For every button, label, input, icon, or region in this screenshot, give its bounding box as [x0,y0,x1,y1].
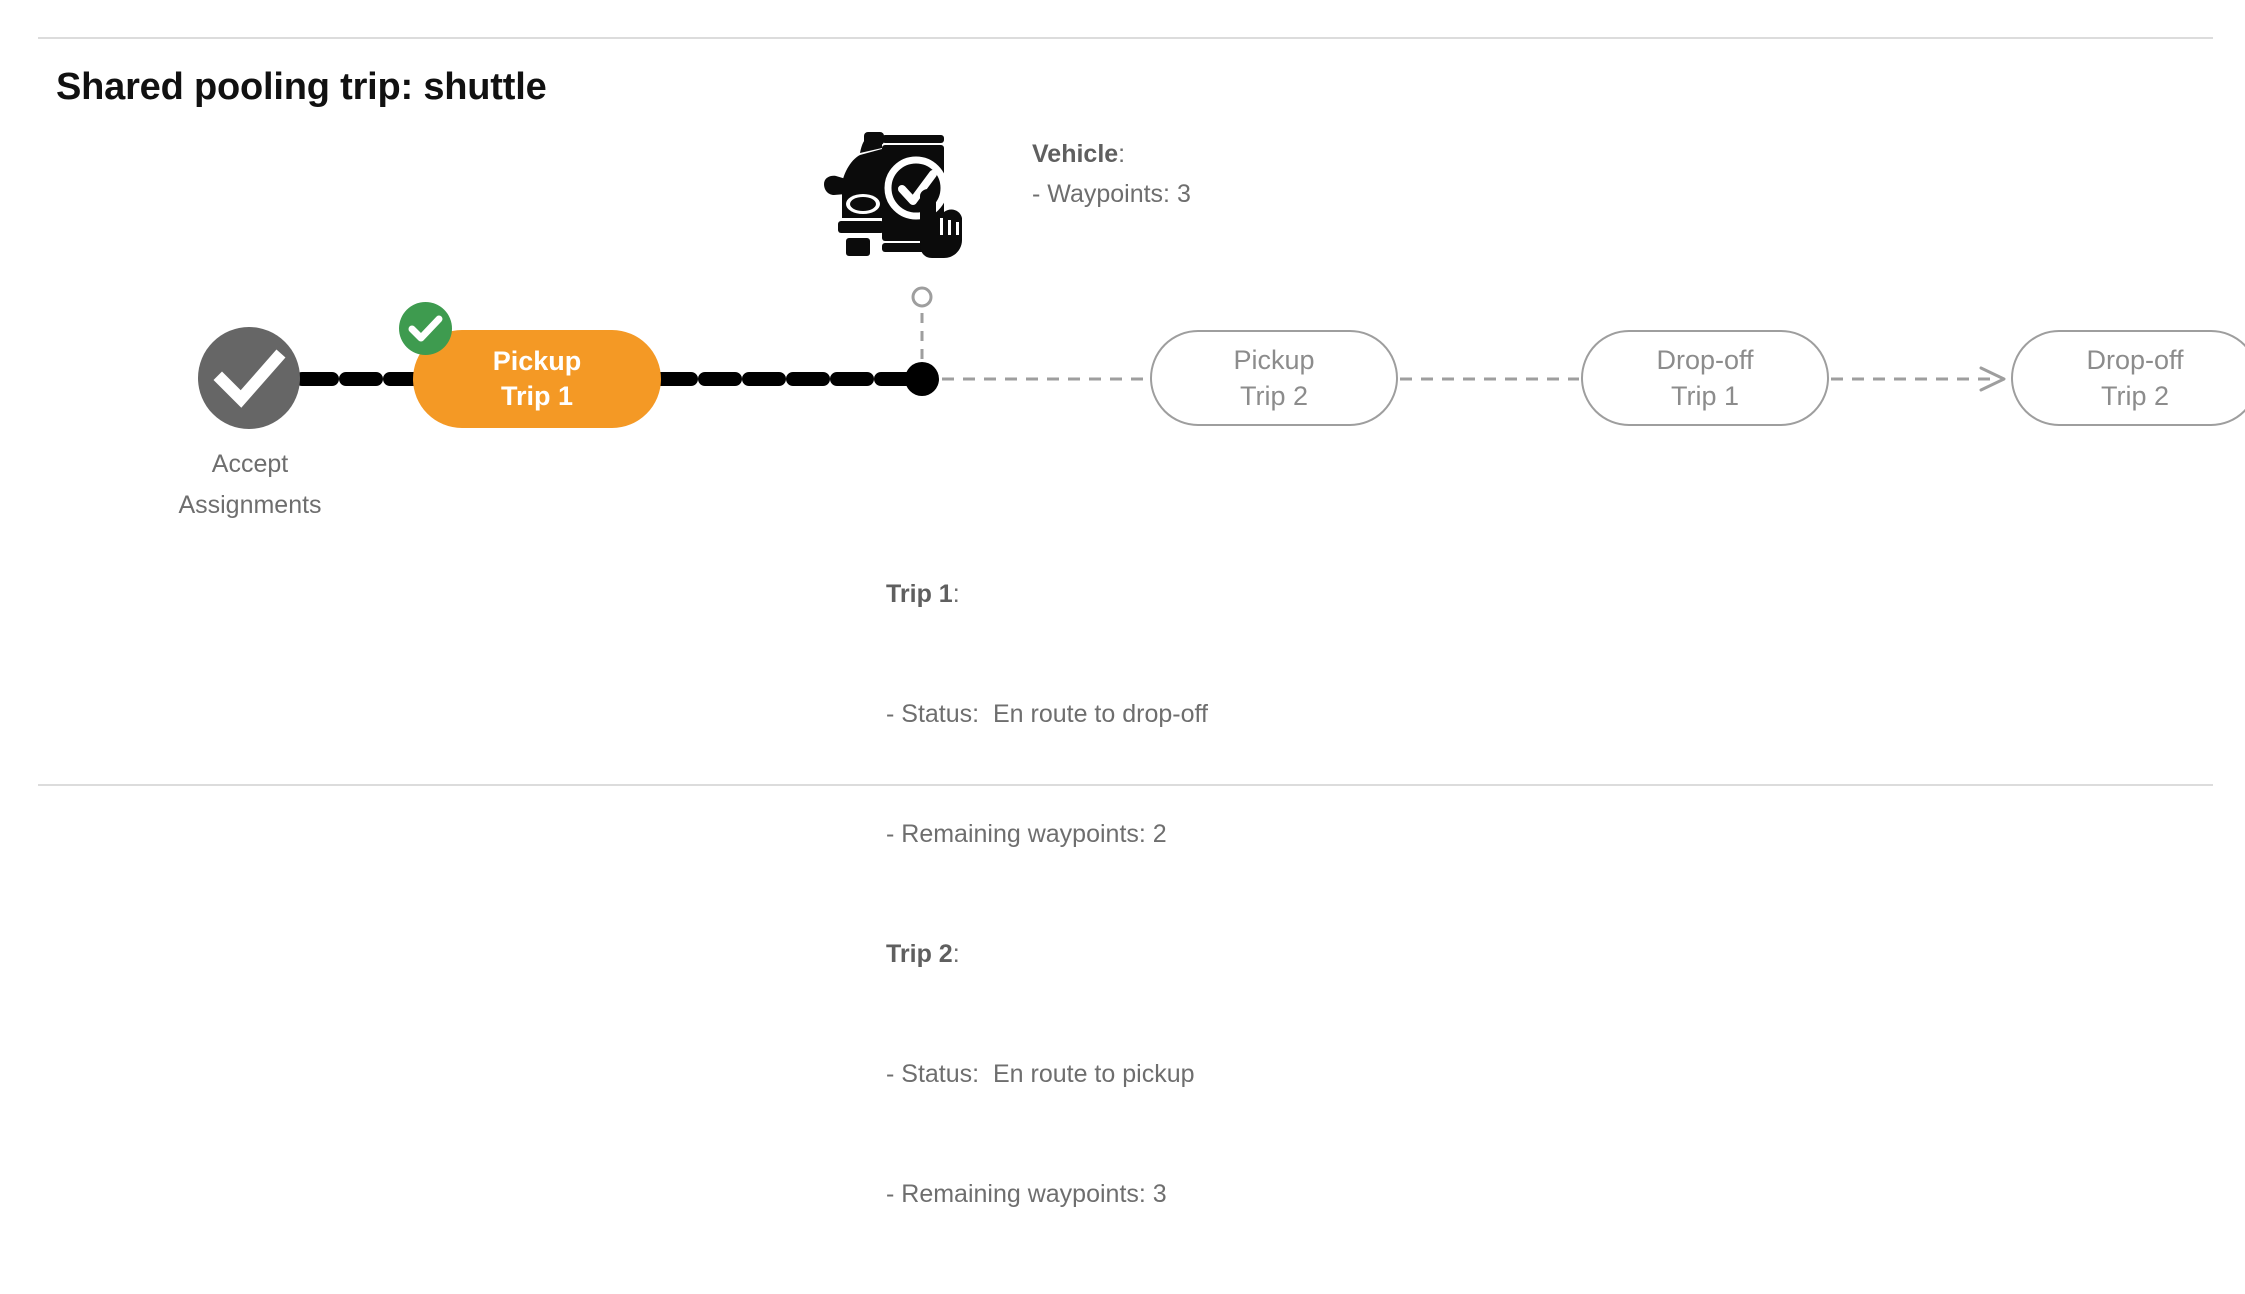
current-position-dot [905,362,939,396]
node-dropoff-trip-1-line1: Drop-off [1656,345,1754,375]
diagram-canvas: Shared pooling trip: shuttle Accept Assi… [38,37,2245,1208]
check-badge-icon [399,302,452,355]
trip1-waypoints-line: - Remaining waypoints: 2 [886,820,1167,848]
node-pickup-trip-2-line1: Pickup [1233,345,1315,375]
node-dropoff-trip-1-line2: Trip 1 [1670,381,1739,411]
check-circle-icon [213,349,286,408]
vehicle-info-block: Vehicle: - Waypoints: 3 [1032,134,1191,214]
accept-label-line2: Assignments [178,491,322,519]
trip1-heading: Trip 1: [886,574,1208,614]
node-dropoff-trip-2[interactable]: Drop-off Trip 2 [2011,330,2245,426]
car-phone-check-icon [820,122,972,262]
trip2-heading-text: Trip 2 [886,940,953,968]
vehicle-heading-colon: : [1118,140,1126,168]
trip2-status-line: - Status: En route to pickup [886,1060,1195,1088]
node-pickup-trip-1-line1: Pickup [492,346,582,376]
node-dropoff-trip-2-line2: Trip 2 [2100,381,2169,411]
bottom-divider [38,784,2213,786]
node-pickup-trip-1-line2: Trip 1 [500,381,574,411]
trip1-heading-colon: : [952,580,960,608]
trip2-heading-colon: : [952,940,960,968]
node-pickup-trip-1[interactable]: Pickup Trip 1 [413,330,661,428]
node-dropoff-trip-1[interactable]: Drop-off Trip 1 [1581,330,1829,426]
vehicle-info-heading: Vehicle: [1032,134,1191,174]
node-dropoff-trip-2-line1: Drop-off [2086,345,2184,375]
connector-arrowhead [1979,366,2006,392]
trip1-status-line: - Status: En route to drop-off [886,700,1208,728]
node-pickup-trip-2[interactable]: Pickup Trip 2 [1150,330,1398,426]
trips-info-block: Trip 1: - Status: En route to drop-off -… [886,494,1208,1294]
vehicle-heading-text: Vehicle [1032,140,1119,168]
top-divider [38,37,2213,39]
node-accept-assignments-label: Accept Assignments [100,444,400,526]
trip2-waypoints-line: - Remaining waypoints: 3 [886,1180,1167,1208]
node-accept-assignments[interactable] [198,327,300,429]
accept-label-line1: Accept [211,450,289,478]
page-title: Shared pooling trip: shuttle [56,66,547,108]
trip2-heading: Trip 2: [886,934,1208,974]
trip1-heading-text: Trip 1 [886,580,953,608]
vehicle-leader-circle [911,286,933,308]
node-pickup-trip-2-line2: Trip 2 [1239,381,1308,411]
vehicle-waypoints-line: - Waypoints: 3 [1032,180,1191,208]
